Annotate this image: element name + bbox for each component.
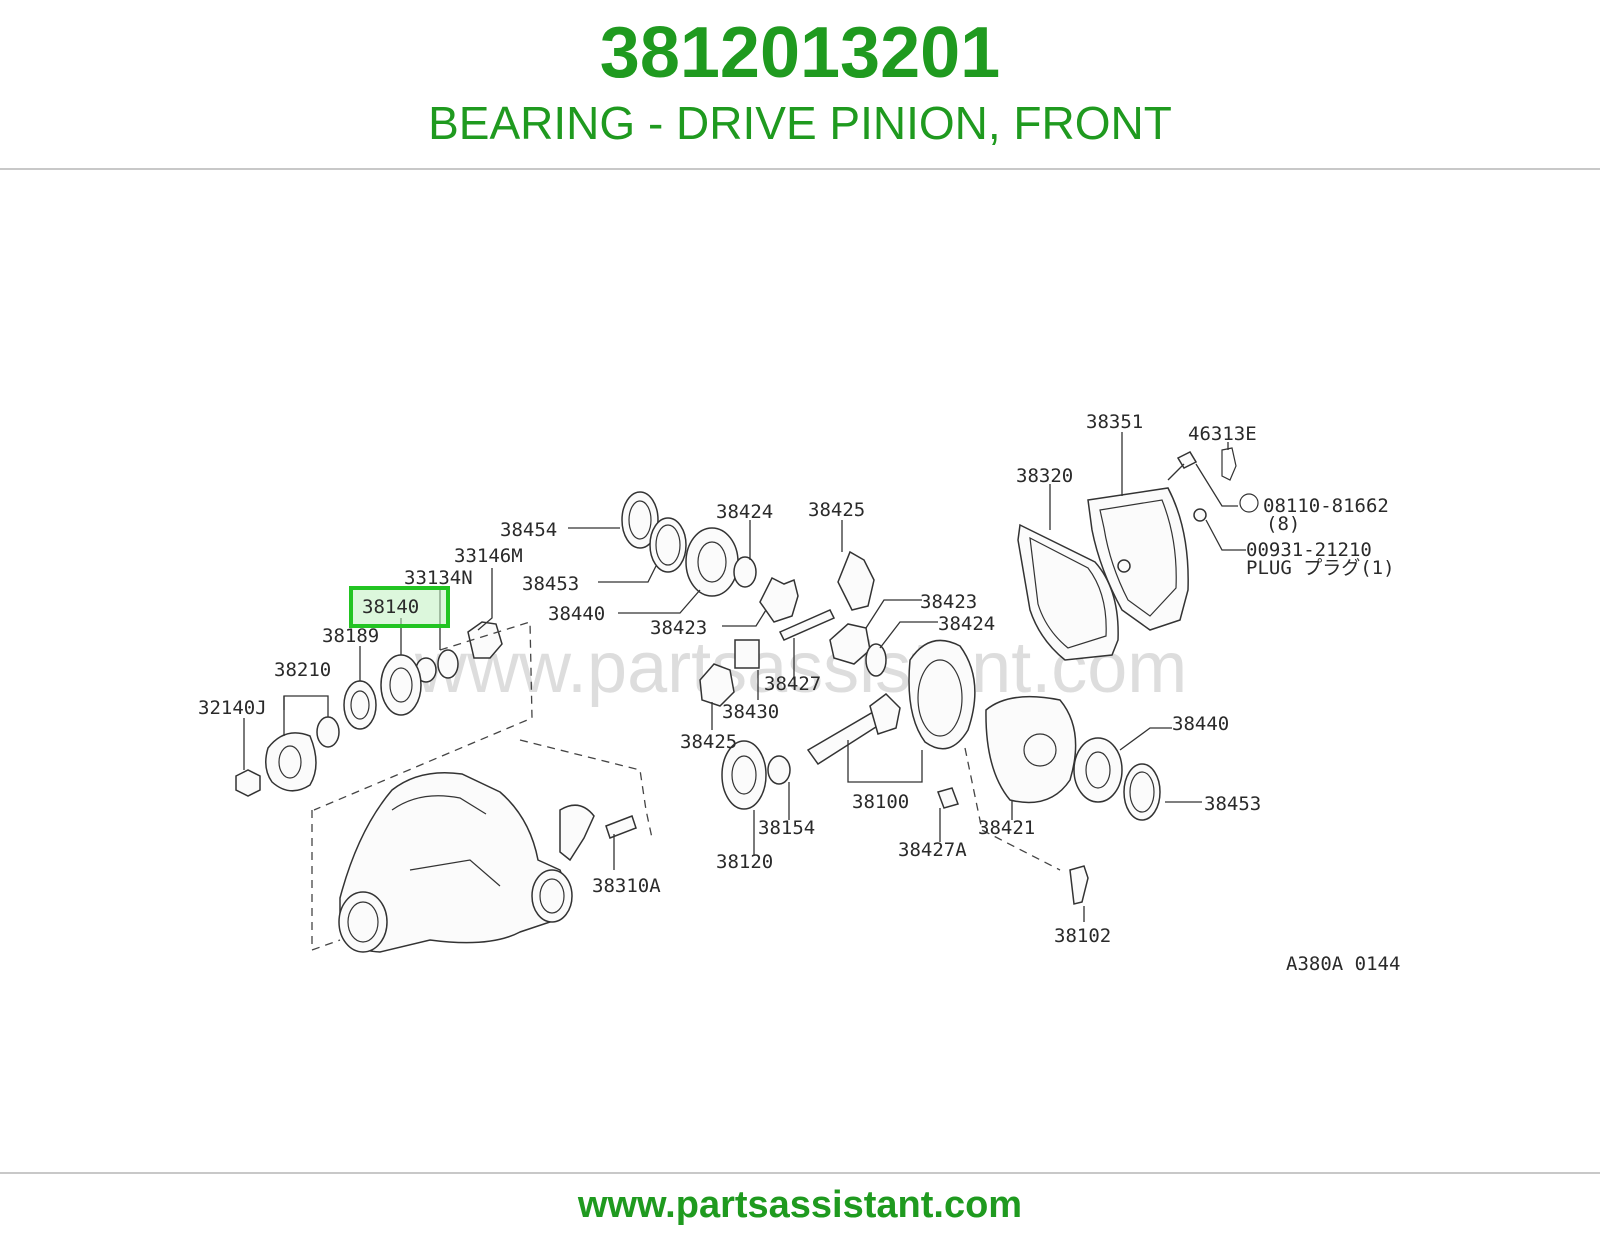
label-38140[interactable]: 38140 — [362, 596, 419, 618]
bolt-38310A — [605, 815, 637, 839]
exploded-view-svg: www.partsassistant.com — [180, 335, 1420, 995]
washer-38424b — [865, 643, 887, 677]
pinion-shaft-38427 — [778, 609, 836, 641]
companion-flange — [265, 732, 317, 792]
label-38320[interactable]: 38320 — [1016, 465, 1073, 487]
housing-axle-bore-right — [531, 869, 573, 923]
diff-case-38421 — [985, 695, 1077, 804]
label-32140J[interactable]: 32140J — [198, 697, 267, 719]
seal-38454 — [621, 491, 659, 549]
header-divider — [0, 168, 1600, 170]
nut-32140J — [235, 769, 261, 797]
label-38424b[interactable]: 38424 — [938, 613, 995, 635]
spacer-33146M — [467, 621, 503, 659]
label-46313E[interactable]: 46313E — [1188, 423, 1257, 445]
pin-38427A — [937, 787, 959, 809]
label-38425b[interactable]: 38425 — [680, 731, 737, 753]
bearing-cap — [559, 804, 595, 862]
label-38100[interactable]: 38100 — [852, 791, 909, 813]
drive-pinion-gear — [869, 693, 901, 735]
label-38154[interactable]: 38154 — [758, 817, 815, 839]
label-38424a[interactable]: 38424 — [716, 501, 773, 523]
oil-seal-38189 — [343, 680, 377, 730]
carrier-housing-group — [311, 739, 653, 953]
housing-axle-bore-left — [338, 891, 388, 953]
label-33134N[interactable]: 33134N — [404, 567, 473, 589]
label-38120[interactable]: 38120 — [716, 851, 773, 873]
label-00931-21210[interactable]: 00931-21210 — [1246, 539, 1372, 561]
bearing-38120 — [721, 740, 767, 810]
label-33146M[interactable]: 33146M — [454, 545, 523, 567]
part-number: 3812013201 — [599, 13, 1001, 93]
label-38425a[interactable]: 38425 — [808, 499, 865, 521]
washer-38424a — [733, 556, 757, 588]
cover-plug-hole — [1117, 559, 1131, 573]
footer-url[interactable]: www.partsassistant.com — [577, 1184, 1023, 1226]
rear-cover-38351 — [1087, 487, 1189, 631]
bearing-38440b — [1073, 737, 1123, 803]
part-description: BEARING - DRIVE PINION, FRONT — [428, 97, 1172, 149]
rear-cover-inner — [1099, 499, 1177, 617]
side-gear-38423 — [759, 576, 799, 623]
label-38440b[interactable]: 38440 — [1172, 713, 1229, 735]
label-38453b[interactable]: 38453 — [1204, 793, 1261, 815]
label-38440a[interactable]: 38440 — [548, 603, 605, 625]
page-header: 3812013201 BEARING - DRIVE PINION, FRONT — [0, 0, 1600, 168]
label-38421[interactable]: 38421 — [978, 817, 1035, 839]
label-38427[interactable]: 38427 — [764, 673, 821, 695]
gasket-inner — [1029, 536, 1107, 649]
plug-00931 — [1193, 508, 1207, 522]
label-38427A[interactable]: 38427A — [898, 839, 967, 861]
figure-code: A380A 0144 — [1286, 953, 1400, 975]
label-38189[interactable]: 38189 — [322, 625, 379, 647]
ring-gear-group — [721, 639, 1202, 922]
label-38351[interactable]: 38351 — [1086, 411, 1143, 433]
pinion-mate-38425 — [837, 550, 875, 611]
washer-38210 — [316, 716, 340, 748]
cover-bolt-08110 — [1176, 451, 1198, 469]
label-38453a[interactable]: 38453 — [522, 573, 579, 595]
ring-gear-38100 — [908, 639, 976, 750]
bearing-38440 — [685, 527, 739, 597]
label-00931-plug: PLUG プラグ(1) — [1246, 557, 1395, 579]
bolt-symbol-b — [1239, 493, 1259, 513]
label-38102[interactable]: 38102 — [1054, 925, 1111, 947]
block-38430 — [734, 639, 760, 669]
label-38454[interactable]: 38454 — [500, 519, 557, 541]
label-38423a[interactable]: 38423 — [650, 617, 707, 639]
bolt-38102 — [1069, 865, 1089, 905]
label-38423b[interactable]: 38423 — [920, 591, 977, 613]
label-38210[interactable]: 38210 — [274, 659, 331, 681]
spacer-38154 — [767, 755, 791, 785]
pinion-gear-group — [568, 491, 938, 730]
label-38310A[interactable]: 38310A — [592, 875, 661, 897]
pinion-mate-38425b — [699, 663, 735, 707]
label-08110-qty: (8) — [1266, 513, 1300, 535]
washer-33134N — [437, 649, 459, 679]
rear-cover-group — [1017, 432, 1259, 661]
bearing-38140 — [380, 654, 422, 716]
parts-diagram: www.partsassistant.com — [0, 170, 1600, 1170]
clip-46313E — [1221, 447, 1237, 481]
part-labels: 38351 46313E 38320 08110-81662 (8) 00931… — [198, 411, 1400, 975]
highlight-box-38140[interactable] — [349, 586, 450, 628]
footer-divider — [0, 1172, 1600, 1174]
label-08110-81662[interactable]: 08110-81662 — [1263, 495, 1389, 517]
label-38430[interactable]: 38430 — [722, 701, 779, 723]
